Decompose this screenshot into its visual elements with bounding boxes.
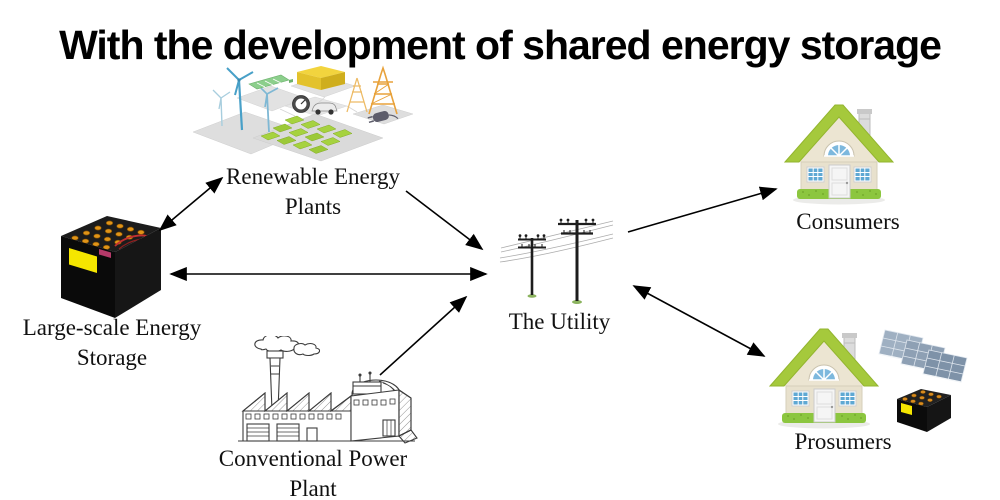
large-scale-storage-label: Large-scale Energy Storage (22, 315, 202, 371)
prosumers-house-icon (768, 318, 880, 430)
renewable-energy-plants-icon (185, 64, 415, 162)
small-battery-icon (893, 386, 955, 434)
arrow-utility-prosumers (632, 285, 766, 357)
large-battery-icon (53, 208, 168, 320)
prosumers-label: Prosumers (794, 429, 892, 454)
consumers-house-icon (783, 94, 895, 206)
small-battery-graphic (897, 389, 951, 432)
diagram-title: With the development of shared energy st… (59, 22, 942, 68)
renewable-plants-label: Renewable Energy Plants (226, 164, 400, 220)
consumers-label: Consumers (796, 209, 900, 234)
utility-label: The Utility (508, 309, 611, 334)
prosumers-house-graphic (768, 328, 880, 429)
power-plant-graphic (238, 336, 418, 444)
large-battery-graphic (61, 216, 161, 318)
power-plant-icon (233, 336, 418, 446)
solar-panels-icon (873, 324, 968, 389)
conventional-plant-label: Conventional Power Plant (218, 446, 408, 500)
consumers-house-graphic (783, 104, 895, 205)
renewable-energy-plants-graphic (192, 65, 414, 162)
solar-panels-graphic (878, 329, 968, 383)
utility-poles-graphic (499, 218, 614, 304)
utility-poles-icon (498, 208, 618, 308)
arrow-utility-consumers (627, 186, 778, 233)
